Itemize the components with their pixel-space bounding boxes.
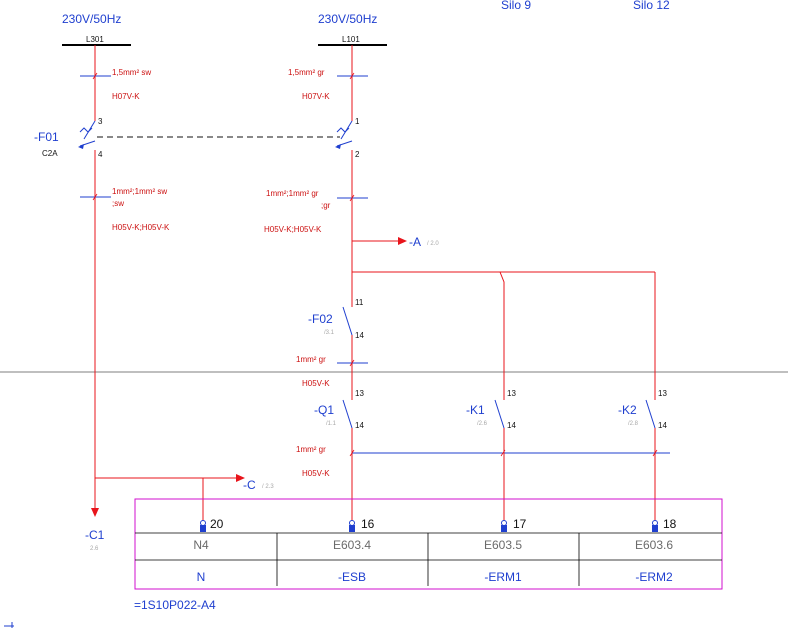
crossref-a-ref: / 2.0 — [427, 241, 439, 247]
k2-ref: /2.8 — [628, 421, 639, 427]
terminal-function: -ESB — [338, 570, 366, 584]
left-top-section: 1,5mm² sw — [112, 68, 151, 77]
bottom-type: H05V-K — [302, 469, 330, 478]
c-arrow-head — [236, 474, 245, 482]
k2-tag: -K2 — [618, 403, 637, 417]
k2-pin-13: 13 — [658, 389, 667, 398]
f01-right-pole — [336, 120, 353, 147]
terminal-address: E603.4 — [333, 538, 371, 552]
crossref-c-tag: -C — [243, 478, 256, 492]
terminal-function: N — [197, 570, 206, 584]
left-top-type: H07V-K — [112, 92, 140, 101]
q1-pin-13: 13 — [355, 389, 364, 398]
q1-contact — [342, 399, 353, 429]
f02-section: 1mm² gr — [296, 355, 326, 364]
terminal-block-location: =1S10P022-A4 — [134, 598, 216, 612]
q1-ref: /1.1 — [326, 421, 337, 427]
supply-right-label: 230V/50Hz — [318, 12, 377, 26]
silo-9-label: Silo 9 — [501, 0, 531, 12]
terminal-feet — [200, 525, 658, 532]
supply-left-label: 230V/50Hz — [62, 12, 121, 26]
terminal-number: 17 — [513, 517, 527, 531]
right-top-section: 1,5mm² gr — [288, 68, 325, 77]
f02-contact — [342, 306, 353, 336]
k2-pin-14: 14 — [658, 421, 667, 430]
f02-type: H05V-K — [302, 379, 330, 388]
k1-contact — [494, 399, 505, 429]
q1-pin-14: 14 — [355, 421, 364, 430]
bottom-section: 1mm² gr — [296, 445, 326, 454]
k1-pin-13: 13 — [507, 389, 516, 398]
f01-pin-3: 3 — [98, 117, 103, 126]
f01-pin-1: 1 — [355, 117, 360, 126]
left-wire-ticks — [80, 75, 111, 198]
k1-tag: -K1 — [466, 403, 485, 417]
crossref-a-tag: -A — [409, 235, 421, 249]
c1-arrow-head — [91, 508, 99, 517]
f01-left-pole — [79, 120, 96, 147]
k1-pin-14: 14 — [507, 421, 516, 430]
terminal-address: E603.6 — [635, 538, 673, 552]
terminal-number: 18 — [663, 517, 677, 531]
right-top-type: H07V-K — [302, 92, 330, 101]
terminal-block-grid — [135, 532, 722, 586]
k1-wire — [499, 271, 505, 523]
right-wire — [351, 45, 655, 523]
c1-ref: 2.6 — [90, 546, 99, 552]
right-mid-section-a: 1mm²;1mm² gr — [266, 189, 319, 198]
left-mid-section-b: ;sw — [112, 199, 124, 208]
terminal-address: N4 — [193, 538, 209, 552]
k1-ref: /2.6 — [477, 421, 488, 427]
f01-pin-4: 4 — [98, 150, 103, 159]
f02-pin-11: 11 — [355, 298, 364, 307]
a-arrow-head — [398, 237, 407, 245]
f01-pin-2: 2 — [355, 150, 360, 159]
f01-rating: C2A — [42, 149, 58, 158]
f02-tag: -F02 — [308, 312, 333, 326]
terminal-function: -ERM1 — [484, 570, 522, 584]
terminal-number: 20 — [210, 517, 224, 531]
f02-pin-14: 14 — [355, 331, 364, 340]
f02-ref: /3.1 — [324, 330, 335, 336]
f01-tag: -F01 — [34, 130, 59, 144]
left-mid-type: H05V-K;H05V-K — [112, 223, 170, 232]
terminal-address: E603.5 — [484, 538, 522, 552]
left-mid-section-a: 1mm²;1mm² sw — [112, 187, 167, 196]
busbar-l301-label: L301 — [86, 35, 104, 44]
f01-right-arrow — [335, 144, 341, 149]
right-wire-ticks — [337, 75, 670, 454]
f01-left-arrow — [78, 144, 84, 149]
terminal-block-frame — [134, 498, 723, 590]
right-mid-type: H05V-K;H05V-K — [264, 225, 322, 234]
terminal-symbols — [200, 520, 658, 526]
c1-tag: -C1 — [85, 528, 105, 542]
left-wire — [94, 45, 236, 523]
q1-tag: -Q1 — [314, 403, 334, 417]
k2-contact — [645, 399, 656, 429]
terminal-number: 16 — [361, 517, 375, 531]
silo-12-label: Silo 12 — [633, 0, 670, 12]
crossref-c-ref: / 2.3 — [262, 484, 274, 490]
right-mid-section-b: ;gr — [321, 201, 331, 210]
busbar-l101-label: L101 — [342, 35, 360, 44]
left-wire-slashes — [92, 72, 98, 201]
terminal-function: -ERM2 — [635, 570, 673, 584]
